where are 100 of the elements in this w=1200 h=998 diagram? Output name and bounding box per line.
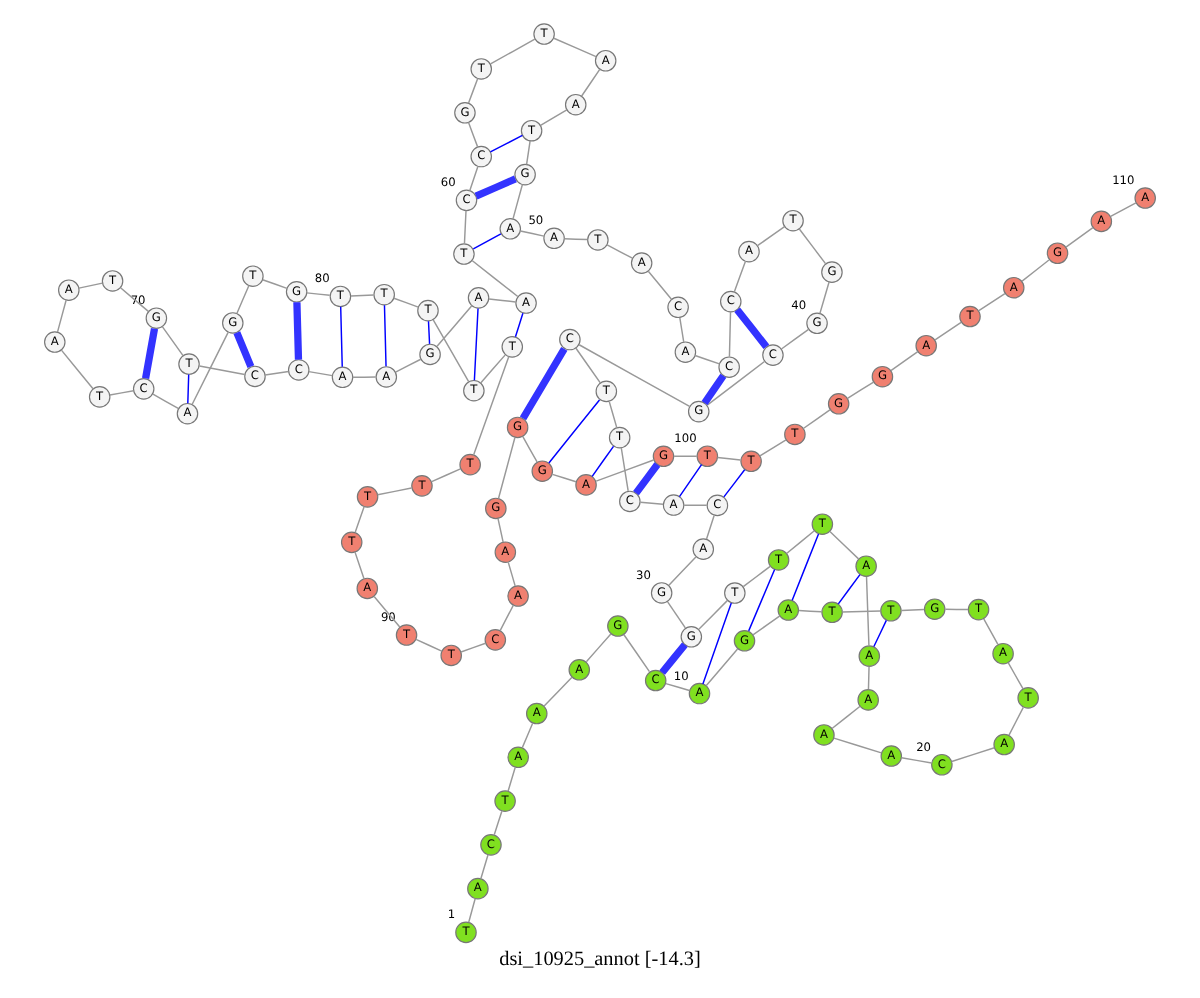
connector: [900, 607, 925, 611]
connector: [499, 603, 514, 631]
connector: [480, 853, 489, 879]
connector: [900, 756, 933, 763]
connector: [467, 120, 479, 147]
connector: [191, 330, 229, 404]
connector: [525, 139, 531, 165]
connector: [983, 617, 999, 645]
connector: [831, 704, 861, 729]
connector: [394, 357, 422, 372]
connector: [865, 575, 870, 646]
connector: [521, 721, 534, 748]
connector: [705, 513, 715, 539]
connector: [846, 380, 875, 399]
connector: [142, 327, 159, 378]
connector: [472, 232, 502, 249]
connector: [308, 369, 334, 376]
connector: [497, 435, 516, 499]
connector: [951, 745, 996, 762]
connector: [639, 500, 664, 504]
connector: [264, 369, 290, 375]
connector: [507, 765, 516, 791]
connector: [293, 301, 303, 359]
connector: [383, 303, 387, 366]
connector: [785, 529, 816, 554]
connector: [489, 37, 536, 64]
connector: [867, 664, 870, 690]
connector: [489, 133, 524, 152]
connector: [512, 182, 524, 219]
connector: [497, 516, 504, 542]
connector: [733, 259, 747, 292]
connector: [678, 462, 703, 497]
connector: [819, 280, 830, 314]
connector: [791, 532, 820, 600]
connector: [553, 36, 597, 57]
connector: [152, 392, 179, 409]
connector: [575, 346, 602, 383]
connector: [665, 681, 691, 691]
connector: [352, 375, 377, 377]
connector: [233, 330, 255, 368]
connector: [187, 372, 190, 403]
connector: [354, 504, 365, 532]
connector: [734, 306, 770, 348]
connector: [56, 298, 67, 332]
connector: [728, 310, 732, 357]
connector: [716, 455, 742, 460]
connector: [306, 291, 331, 296]
connector: [798, 608, 823, 612]
connector: [471, 258, 519, 297]
connector: [1008, 705, 1025, 735]
connector: [460, 641, 487, 652]
connector: [432, 318, 470, 382]
connector: [623, 632, 651, 672]
connector: [473, 306, 479, 380]
connector: [519, 346, 568, 420]
caption: dsi_10925_annot [-14.3]: [499, 947, 701, 970]
connector: [723, 468, 746, 497]
connector: [595, 458, 655, 481]
connector: [837, 572, 861, 604]
connector: [78, 281, 104, 288]
connector: [747, 567, 776, 631]
connector: [539, 108, 568, 126]
connector: [376, 486, 413, 495]
connector: [829, 529, 860, 559]
connector: [350, 293, 375, 296]
connector: [236, 283, 250, 314]
connector: [679, 315, 685, 342]
connector: [519, 229, 545, 236]
connector: [698, 598, 728, 629]
connector: [701, 372, 727, 405]
connector: [261, 277, 288, 289]
connector: [551, 472, 577, 482]
connector: [522, 435, 538, 462]
connector: [666, 600, 687, 628]
connector: [759, 438, 787, 456]
connector: [944, 607, 969, 610]
connector: [463, 208, 467, 244]
connector: [591, 444, 615, 477]
connector: [488, 297, 517, 302]
connector: [659, 641, 688, 674]
connector: [752, 614, 781, 635]
connector: [109, 388, 135, 395]
connector: [427, 319, 431, 344]
connector: [873, 618, 888, 647]
connector: [514, 311, 524, 337]
connector: [608, 400, 618, 428]
connector: [198, 364, 246, 375]
connector: [339, 305, 343, 367]
connector: [756, 224, 786, 246]
connector: [673, 454, 698, 457]
connector: [668, 554, 697, 586]
connector: [683, 503, 708, 506]
connector: [507, 560, 516, 586]
connector: [802, 407, 831, 429]
connector: [430, 467, 462, 482]
connector: [742, 564, 771, 587]
connector: [702, 601, 733, 684]
connector: [841, 609, 882, 612]
connector: [161, 324, 184, 356]
connector: [706, 359, 766, 405]
